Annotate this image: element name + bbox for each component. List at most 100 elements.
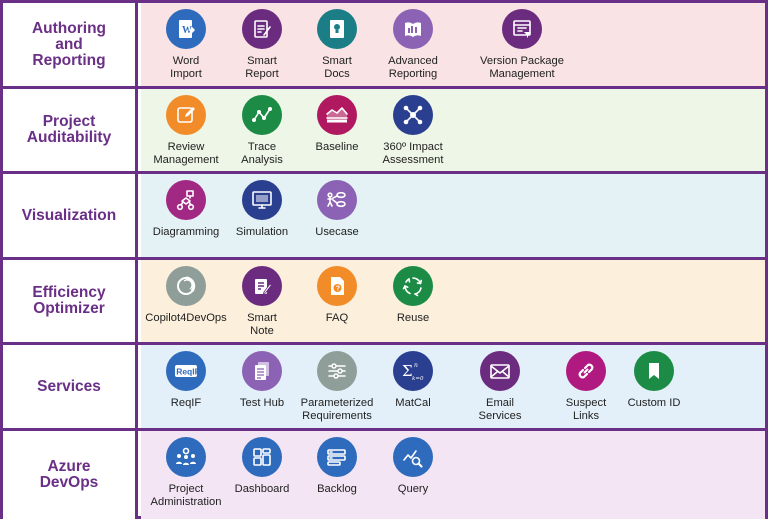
feature-item[interactable]: Backlog [291, 437, 383, 496]
category-label: Services [3, 345, 138, 428]
feature-item[interactable]: Advanced Reporting [367, 9, 459, 80]
feature-label: Reuse [396, 312, 430, 324]
feature-label: Baseline [315, 141, 359, 153]
feature-list: ReqIF ReqIF Test Hub Parameterized Requirem… [141, 345, 765, 428]
faq-doc-icon: ? [317, 266, 357, 306]
docs-bulb-icon [317, 9, 357, 49]
bookmark-icon [634, 351, 674, 391]
feature-list: Review Management Trace Analysis Baseline 3… [141, 89, 765, 171]
feature-item[interactable]: Usecase [291, 180, 383, 239]
monitor-icon [242, 180, 282, 220]
feature-label: Dashboard [234, 483, 290, 495]
feature-item[interactable]: W Word Import [140, 9, 232, 80]
feature-label: Query [397, 483, 429, 495]
feature-label: Test Hub [239, 397, 285, 409]
feature-item[interactable]: Query [367, 437, 459, 496]
feature-label: Usecase [315, 226, 359, 238]
flow-diagram-icon [166, 180, 206, 220]
package-filter-icon [502, 9, 542, 49]
note-pencil-icon [242, 266, 282, 306]
reqif-logo-icon: ReqIF [166, 351, 206, 391]
feature-item[interactable]: 360º Impact Assessment [367, 95, 459, 166]
svg-text:ReqIF: ReqIF [176, 367, 198, 377]
query-chart-icon [393, 437, 433, 477]
feature-item[interactable]: Simulation [216, 180, 308, 239]
feature-label: Word Import [170, 55, 202, 80]
test-pages-icon [242, 351, 282, 391]
feature-item[interactable]: Custom ID [608, 351, 700, 410]
category-label: Visualization [3, 174, 138, 257]
trace-nodes-icon [242, 95, 282, 135]
feature-label: Smart Report [245, 55, 279, 80]
feature-list: Project Administration Dashboard Backlog Qu… [141, 431, 765, 519]
usecase-actor-icon [317, 180, 357, 220]
feature-item[interactable]: Suspect Links [540, 351, 632, 422]
feature-item[interactable]: Dashboard [216, 437, 308, 496]
feature-label: Custom ID [627, 397, 681, 409]
feature-list: W Word Import Smart Report Smart Docs Advanc… [141, 3, 765, 86]
category-row: Authoring and Reporting W Word Import Smart… [3, 3, 765, 89]
feature-item[interactable]: Review Management [140, 95, 232, 166]
svg-text:W: W [182, 25, 192, 36]
feature-item[interactable]: Copilot4DevOps [140, 266, 232, 325]
feature-label: Smart Docs [322, 55, 352, 80]
feature-label: ReqIF [170, 397, 202, 409]
feature-label: Email Services [478, 397, 522, 422]
feature-label: Copilot4DevOps [145, 312, 227, 324]
feature-item[interactable]: Project Administration [140, 437, 232, 508]
feature-label: Trace Analysis [241, 141, 283, 166]
feature-label: Review Management [153, 141, 219, 166]
svg-text:k=0: k=0 [412, 376, 424, 382]
feature-item[interactable]: Smart Docs [291, 9, 383, 80]
reuse-cycle-icon [393, 266, 433, 306]
feature-item[interactable]: ? FAQ [291, 266, 383, 325]
category-label: Authoring and Reporting [3, 3, 138, 86]
svg-text:n: n [414, 362, 418, 369]
feature-label: FAQ [325, 312, 349, 324]
feature-item[interactable]: Email Services [454, 351, 546, 422]
dashboard-grid-icon [242, 437, 282, 477]
network-hub-icon [393, 95, 433, 135]
feature-label: Diagramming [152, 226, 220, 238]
feature-label: Smart Note [247, 312, 277, 337]
category-label: Project Auditability [3, 89, 138, 171]
backlog-list-icon [317, 437, 357, 477]
feature-item[interactable]: Smart Note [216, 266, 308, 337]
sliders-icon [317, 351, 357, 391]
feature-list: Copilot4DevOps Smart Note? FAQ Reuse [141, 260, 765, 342]
feature-label: Backlog [317, 483, 357, 495]
feature-label: Advanced Reporting [388, 55, 438, 80]
feature-label: MatCal [395, 397, 431, 409]
feature-item[interactable]: Reuse [367, 266, 459, 325]
book-chart-icon [393, 9, 433, 49]
feature-item[interactable]: Diagramming [140, 180, 232, 239]
feature-label: Project Administration [150, 483, 222, 508]
edit-square-icon [166, 95, 206, 135]
baseline-icon [317, 95, 357, 135]
link-chain-icon [566, 351, 606, 391]
category-label: Efficiency Optimizer [3, 260, 138, 342]
team-gear-icon [166, 437, 206, 477]
feature-label: Version Package Management [480, 55, 564, 80]
envelope-icon [480, 351, 520, 391]
category-label: Azure DevOps [3, 431, 138, 519]
feature-item[interactable]: Smart Report [216, 9, 308, 80]
report-pencil-icon [242, 9, 282, 49]
feature-item[interactable]: Parameterized Requirements [291, 351, 383, 422]
word-doc-icon: W [166, 9, 206, 49]
feature-item[interactable]: Baseline [291, 95, 383, 154]
feature-item[interactable]: Trace Analysis [216, 95, 308, 166]
feature-item[interactable]: Version Package Management [470, 9, 574, 80]
feature-item[interactable]: Test Hub [216, 351, 308, 410]
feature-label: 360º Impact Assessment [382, 141, 444, 166]
copilot-ring-icon [166, 266, 206, 306]
feature-item[interactable]: ReqIF ReqIF [140, 351, 232, 410]
